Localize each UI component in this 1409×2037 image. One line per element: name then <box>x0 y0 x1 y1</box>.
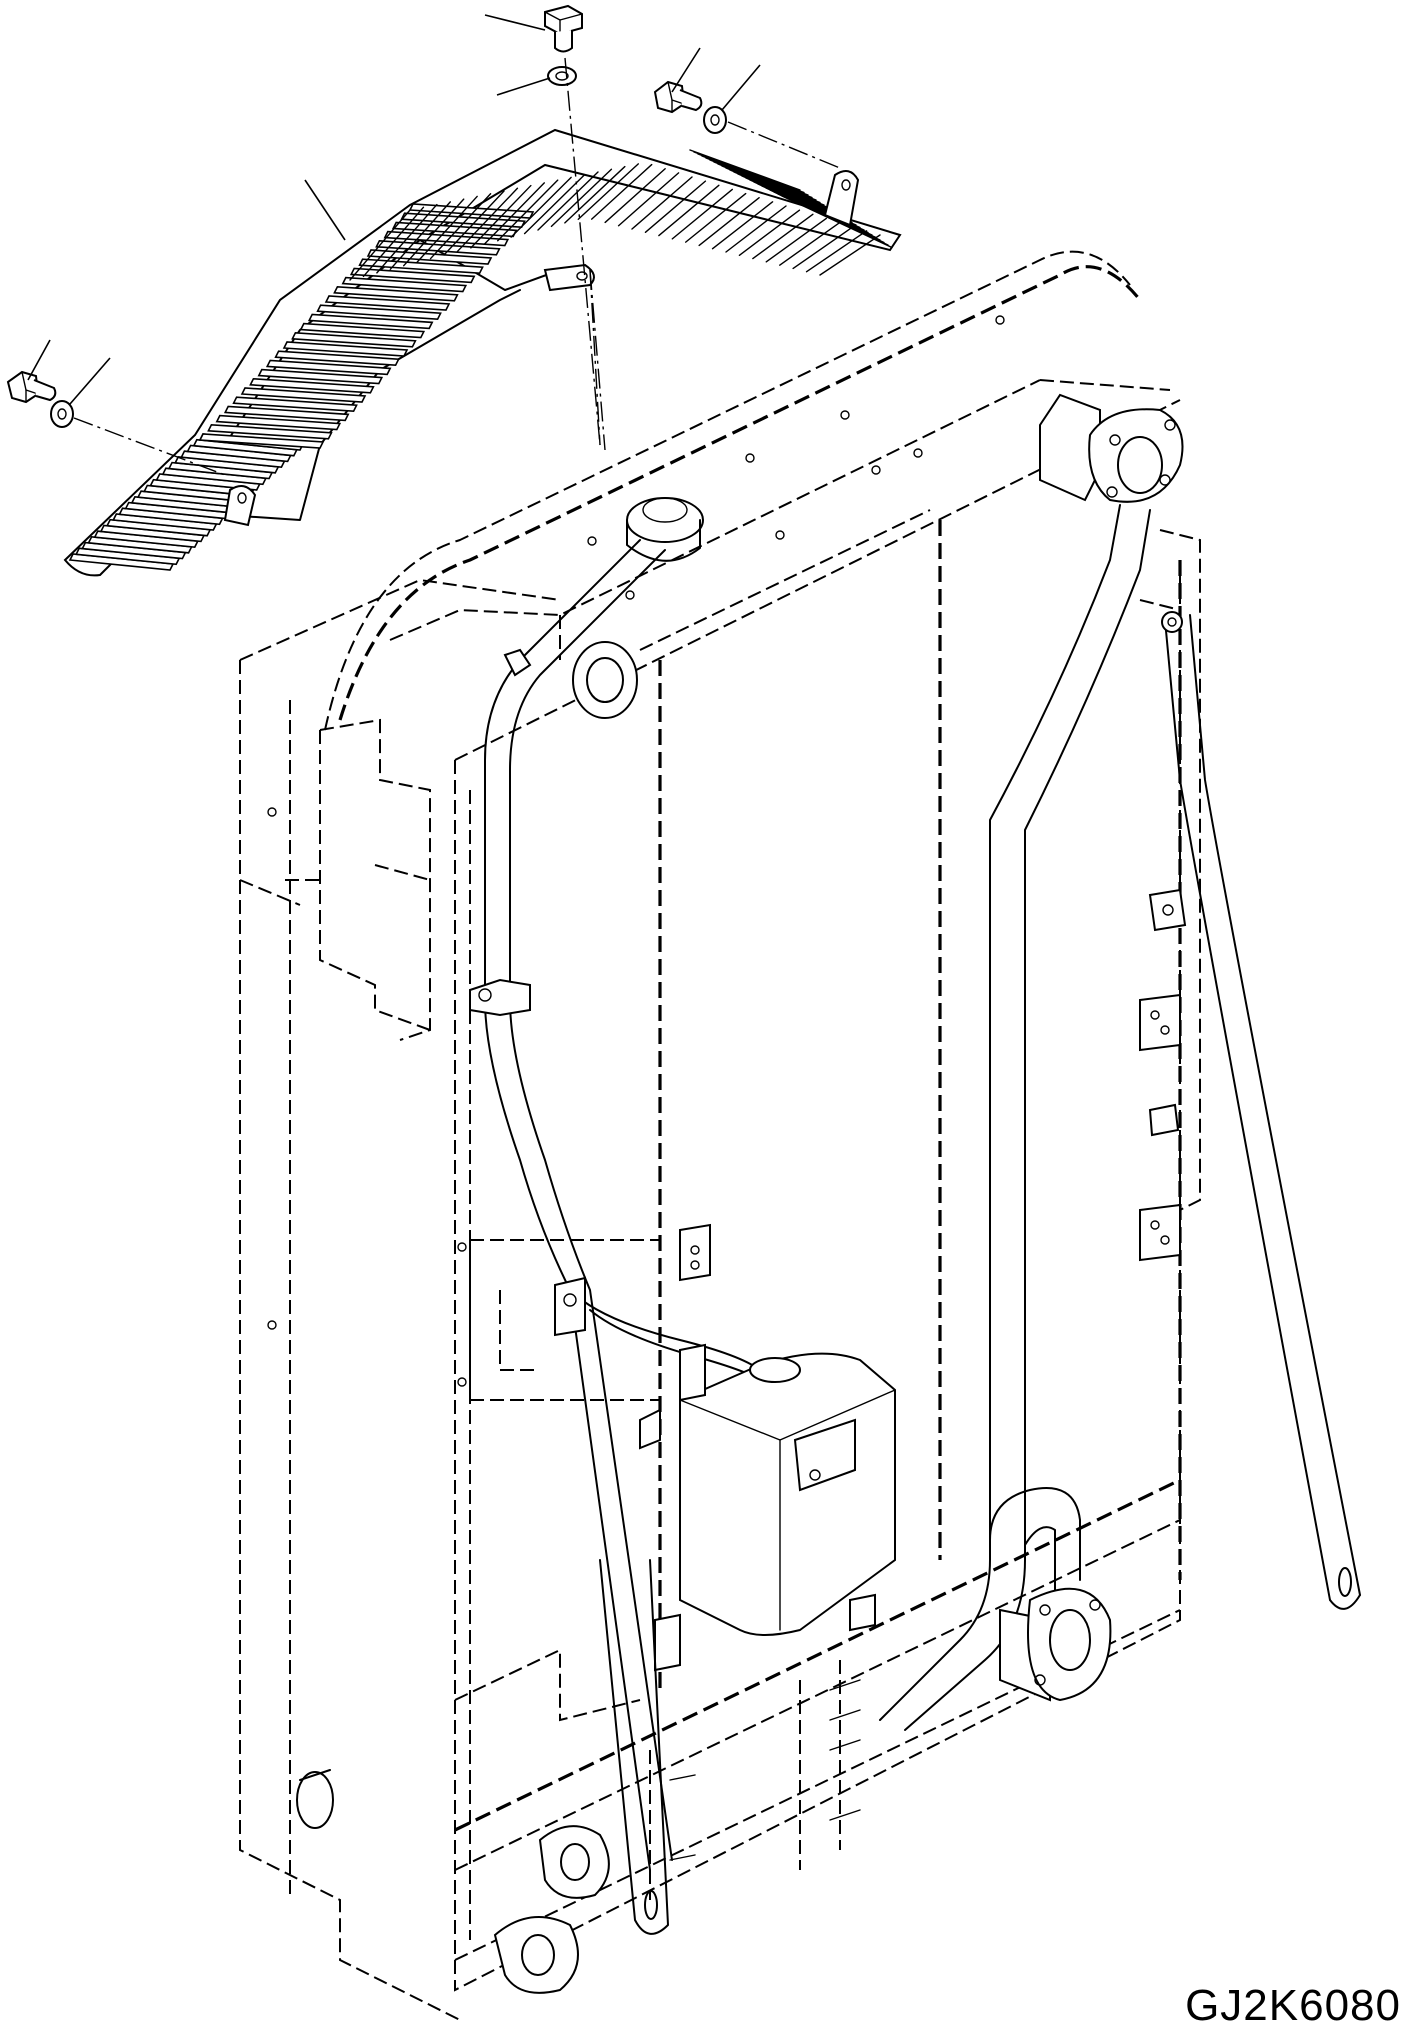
grating-bar <box>389 201 451 270</box>
bolt-icon <box>6 370 57 404</box>
grating-bar <box>232 396 358 413</box>
grating-bar <box>711 201 774 250</box>
grating-bar <box>483 182 545 245</box>
grating-bar <box>403 198 465 267</box>
grating-bar <box>577 163 639 220</box>
figure-code-label: GJ2K6080 <box>1185 1981 1401 2030</box>
reserve-tank <box>639 1352 896 1636</box>
grating-mount-tab <box>823 170 860 227</box>
grating-bar <box>523 174 586 235</box>
grating-bar <box>375 239 501 256</box>
inlet-flange <box>572 641 638 719</box>
grating-bar <box>781 195 893 249</box>
grating-bar <box>725 205 787 253</box>
coolant-pipe <box>879 504 1151 1731</box>
grating-bar <box>738 209 801 256</box>
grating-bar <box>456 187 519 253</box>
grating-bar <box>416 195 478 263</box>
grating-bar <box>274 350 400 367</box>
grating-bar <box>792 226 854 270</box>
grating-bar <box>470 184 532 249</box>
grating-bar <box>358 258 484 275</box>
washer-icon <box>50 400 74 428</box>
lower-stay <box>599 1559 669 1935</box>
grating-bar <box>282 341 409 357</box>
radiator-assembly <box>239 250 1201 2021</box>
step-grating <box>63 128 902 577</box>
grating-bar <box>223 405 350 422</box>
grating-bar <box>819 234 881 276</box>
grating-bar <box>249 377 375 394</box>
hose-clamp <box>469 648 586 1337</box>
lower-outlet-flange <box>999 1587 1112 1702</box>
grating-bar <box>604 168 666 224</box>
grating-bar <box>805 230 868 273</box>
grating-bar <box>631 176 693 230</box>
grating-bar <box>617 172 680 227</box>
grating-bar <box>265 359 392 376</box>
grating-bar <box>207 423 333 440</box>
grating-bar <box>299 322 426 339</box>
grating-bar <box>752 213 814 260</box>
grating-bar <box>307 313 434 330</box>
grating-bar <box>510 176 572 238</box>
grating-bar <box>550 168 613 228</box>
grating-mount-tab <box>223 485 257 527</box>
washer-icon <box>703 106 727 134</box>
alignment-lines <box>73 57 841 476</box>
upper-outlet-flange <box>1039 393 1184 503</box>
overflow-hose <box>484 539 766 1871</box>
washer-icon <box>547 66 577 86</box>
grating-bar <box>644 180 707 233</box>
grating-bar <box>765 217 827 263</box>
grating-bar <box>333 285 459 302</box>
bolt-icon <box>653 80 703 114</box>
grating-bar <box>779 221 841 266</box>
grating-bar <box>698 197 760 247</box>
grating-bar <box>349 267 476 284</box>
grating-bar <box>240 387 367 403</box>
bolt-icon <box>544 4 583 53</box>
grating-bar <box>443 190 505 256</box>
grating-bar <box>658 184 720 237</box>
bottom-flanges <box>296 1769 610 1994</box>
grating-bar <box>376 203 438 274</box>
grating-bar <box>349 209 411 281</box>
mounting-studs <box>669 1679 861 1861</box>
grating-bar <box>366 249 493 265</box>
grating-bar <box>215 414 342 431</box>
grating-bar <box>685 192 747 243</box>
grating-bar <box>362 206 425 278</box>
radiator-cap <box>626 497 704 562</box>
grating-bar <box>429 193 492 260</box>
leader-lines <box>27 14 761 405</box>
grating-bar <box>671 188 733 240</box>
grating-bar <box>537 171 599 231</box>
grating-bar <box>564 165 626 224</box>
grating-bar <box>257 368 384 385</box>
grating-bar <box>198 433 325 449</box>
grating-bar <box>291 331 417 348</box>
grating-bar <box>316 304 442 321</box>
support-stay <box>1161 611 1361 1610</box>
grating-bar <box>497 179 559 242</box>
grating-bar <box>591 163 653 220</box>
grating-bar <box>324 295 451 311</box>
side-brackets <box>654 888 1187 1672</box>
grating-bar <box>341 276 468 293</box>
grating-mount-tab <box>543 263 595 292</box>
